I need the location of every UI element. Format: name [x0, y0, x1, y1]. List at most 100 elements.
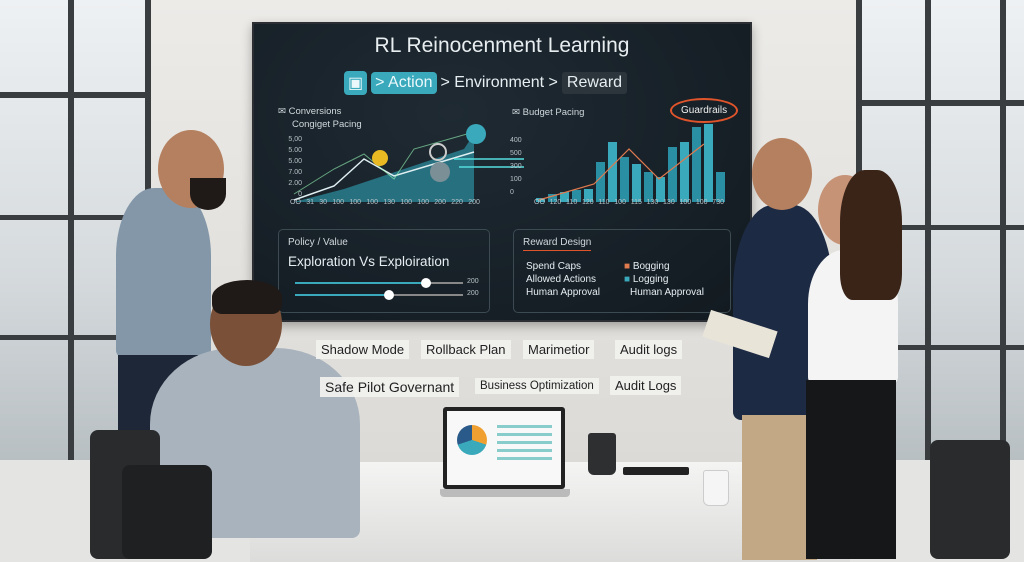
budget-pacing-label: ✉ Budget Pacing: [512, 107, 585, 118]
exploitation-slider[interactable]: [295, 290, 463, 300]
slider-value: 200: [467, 278, 479, 285]
reward-heading: Reward Design: [523, 237, 592, 251]
exploration-slider[interactable]: [295, 278, 463, 288]
window-frame: [68, 0, 74, 460]
rl-flow: ▣ > Action > Environment > Reward: [344, 71, 628, 95]
wall-label: Audit Logs: [610, 376, 682, 395]
pie-chart-icon: [457, 425, 487, 455]
tick-label: 100: [332, 199, 345, 206]
conversions-line: [293, 151, 475, 201]
conversions-label: ✉ Conversions: [278, 106, 342, 117]
flow-reward: Reward: [561, 72, 628, 94]
phone: [623, 467, 689, 475]
bar: [548, 194, 557, 202]
node-icon: [466, 124, 486, 144]
bar: [644, 172, 653, 202]
window-frame: [856, 345, 1024, 350]
tick-label: 7.00: [288, 169, 302, 176]
tick-label: 400: [510, 137, 522, 144]
hair: [212, 280, 282, 314]
window-frame: [0, 215, 150, 220]
bar: [716, 172, 725, 202]
tick-label: 100: [695, 199, 708, 206]
list-item: ■ Bogging: [624, 260, 704, 273]
tick-label: 30: [319, 199, 328, 206]
tick-label: 300: [510, 163, 522, 170]
tick-label: 0: [298, 191, 302, 198]
tick-label: 120: [549, 199, 562, 206]
flow-environment: > Environment >: [440, 74, 558, 91]
tick-label: 100: [679, 199, 692, 206]
tick-label: 220: [451, 199, 463, 206]
tick-label: 730: [712, 199, 724, 206]
tick-label: 130: [383, 199, 396, 206]
person-standing-left: [116, 188, 211, 358]
wall-label: Business Optimization: [475, 378, 599, 394]
screen-title: RL Reinocenment Learning: [374, 34, 630, 57]
reward-panel: Reward Design Spend Caps Allowed Actions…: [513, 229, 731, 313]
tick-label: 100: [400, 199, 412, 206]
office-chair: [930, 440, 1010, 559]
node-icon: [429, 143, 447, 161]
list-item: Spend Caps: [526, 261, 582, 272]
slider-value: 200: [467, 290, 479, 297]
bar: [620, 157, 629, 202]
office-chair: [122, 465, 212, 559]
bar: [656, 177, 665, 202]
person-legs: [806, 380, 896, 559]
list-item: Human Approval: [630, 287, 704, 298]
laptop: [443, 407, 565, 489]
bar: [668, 147, 677, 202]
bar: [584, 189, 593, 202]
tick-label: 5.00: [288, 147, 302, 154]
bar: [608, 142, 617, 202]
tick-label: 100: [417, 199, 429, 206]
charts-svg: [293, 124, 725, 202]
tick-label: 110: [598, 199, 610, 206]
person-head: [752, 138, 812, 210]
tick-label: 100: [614, 199, 626, 206]
budget-bars: [536, 124, 725, 202]
tick-label: 5.00: [288, 158, 302, 165]
tick-label: 5,00: [288, 136, 302, 143]
wall-label: Audit logs: [615, 340, 683, 359]
wall-label: Safe Pilot Governant: [320, 377, 460, 397]
policy-heading: Policy / Value: [288, 237, 348, 248]
tick-label: 100: [366, 199, 379, 206]
tick-label: 130: [663, 199, 675, 206]
coffee-mug: [703, 470, 729, 506]
bar: [632, 164, 641, 202]
wall-label: Shadow Mode: [316, 340, 410, 359]
reward-right-list: ■ Bogging ■ Logging Human Approval: [624, 260, 704, 299]
tick-label: 0: [510, 189, 514, 196]
item-text: Logging: [632, 274, 669, 285]
bar: [680, 142, 689, 202]
tick-label: 120: [581, 199, 594, 206]
presentation-screen: RL Reinocenment Learning ▣ > Action > En…: [252, 22, 752, 322]
policy-title: Exploration Vs Exploiration: [288, 254, 450, 269]
reward-left-list: Spend Caps Allowed Actions Human Approva…: [526, 260, 600, 299]
tick-label: 100: [349, 199, 362, 206]
coin-icon: [372, 150, 388, 166]
wall-label: Marimetior: [523, 340, 595, 359]
budget-line: [538, 143, 705, 201]
tick-label: 130: [646, 199, 659, 206]
bar: [692, 127, 701, 202]
tick-label: 500: [510, 150, 522, 157]
item-text: Bogging: [632, 261, 670, 272]
bar: [560, 192, 569, 202]
label-text: Budget Pacing: [522, 107, 585, 118]
window-frame: [0, 92, 150, 98]
right-y-ticks: 400 500 300 100 0: [510, 134, 528, 199]
bar: [572, 190, 581, 202]
tick-label: 110: [566, 199, 578, 206]
tick-label: 200: [468, 199, 480, 206]
hair: [840, 170, 902, 300]
bar: [704, 124, 713, 202]
agent-icon: ▣: [344, 71, 368, 95]
tick-label: 100: [510, 176, 522, 183]
laptop-base: [440, 489, 570, 497]
list-item: Allowed Actions: [526, 274, 597, 285]
